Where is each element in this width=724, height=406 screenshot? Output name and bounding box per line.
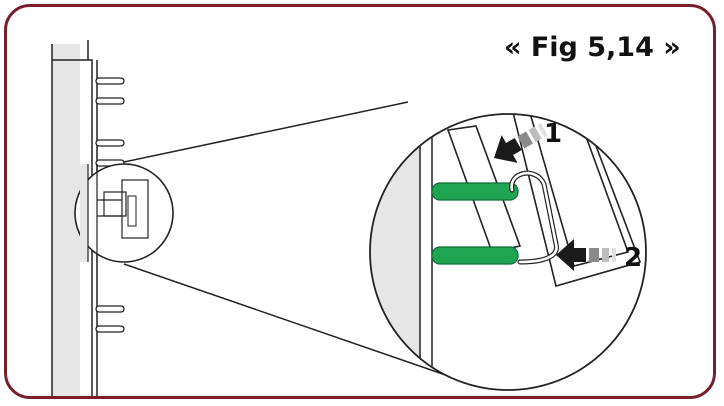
rail-slot: [95, 325, 125, 333]
wire-clip: [510, 171, 558, 264]
zoom-line-bottom: [123, 263, 461, 381]
small-detail-circle: [74, 163, 174, 263]
panel-edge-right: [52, 59, 93, 396]
step-2-number: 2: [624, 243, 642, 273]
arrow-1: [494, 122, 548, 163]
step-1-number: 1: [544, 119, 562, 149]
rail-slot: [95, 305, 125, 313]
zoom-line-top: [123, 101, 409, 163]
rod-lower: [431, 246, 519, 265]
arrow-2: [556, 239, 616, 271]
rail-slot: [95, 77, 125, 85]
rail-slot: [95, 97, 125, 105]
rail-slots: [95, 77, 125, 333]
shelf-rods: [431, 182, 519, 265]
rail-slot: [95, 139, 125, 147]
large-detail-circle: 1 2: [369, 113, 647, 391]
rod-upper: [431, 182, 519, 201]
figure-label: « Fig 5,14 »: [504, 32, 681, 63]
large-circle-outline: [369, 113, 647, 391]
rail-bracket: [446, 114, 642, 287]
